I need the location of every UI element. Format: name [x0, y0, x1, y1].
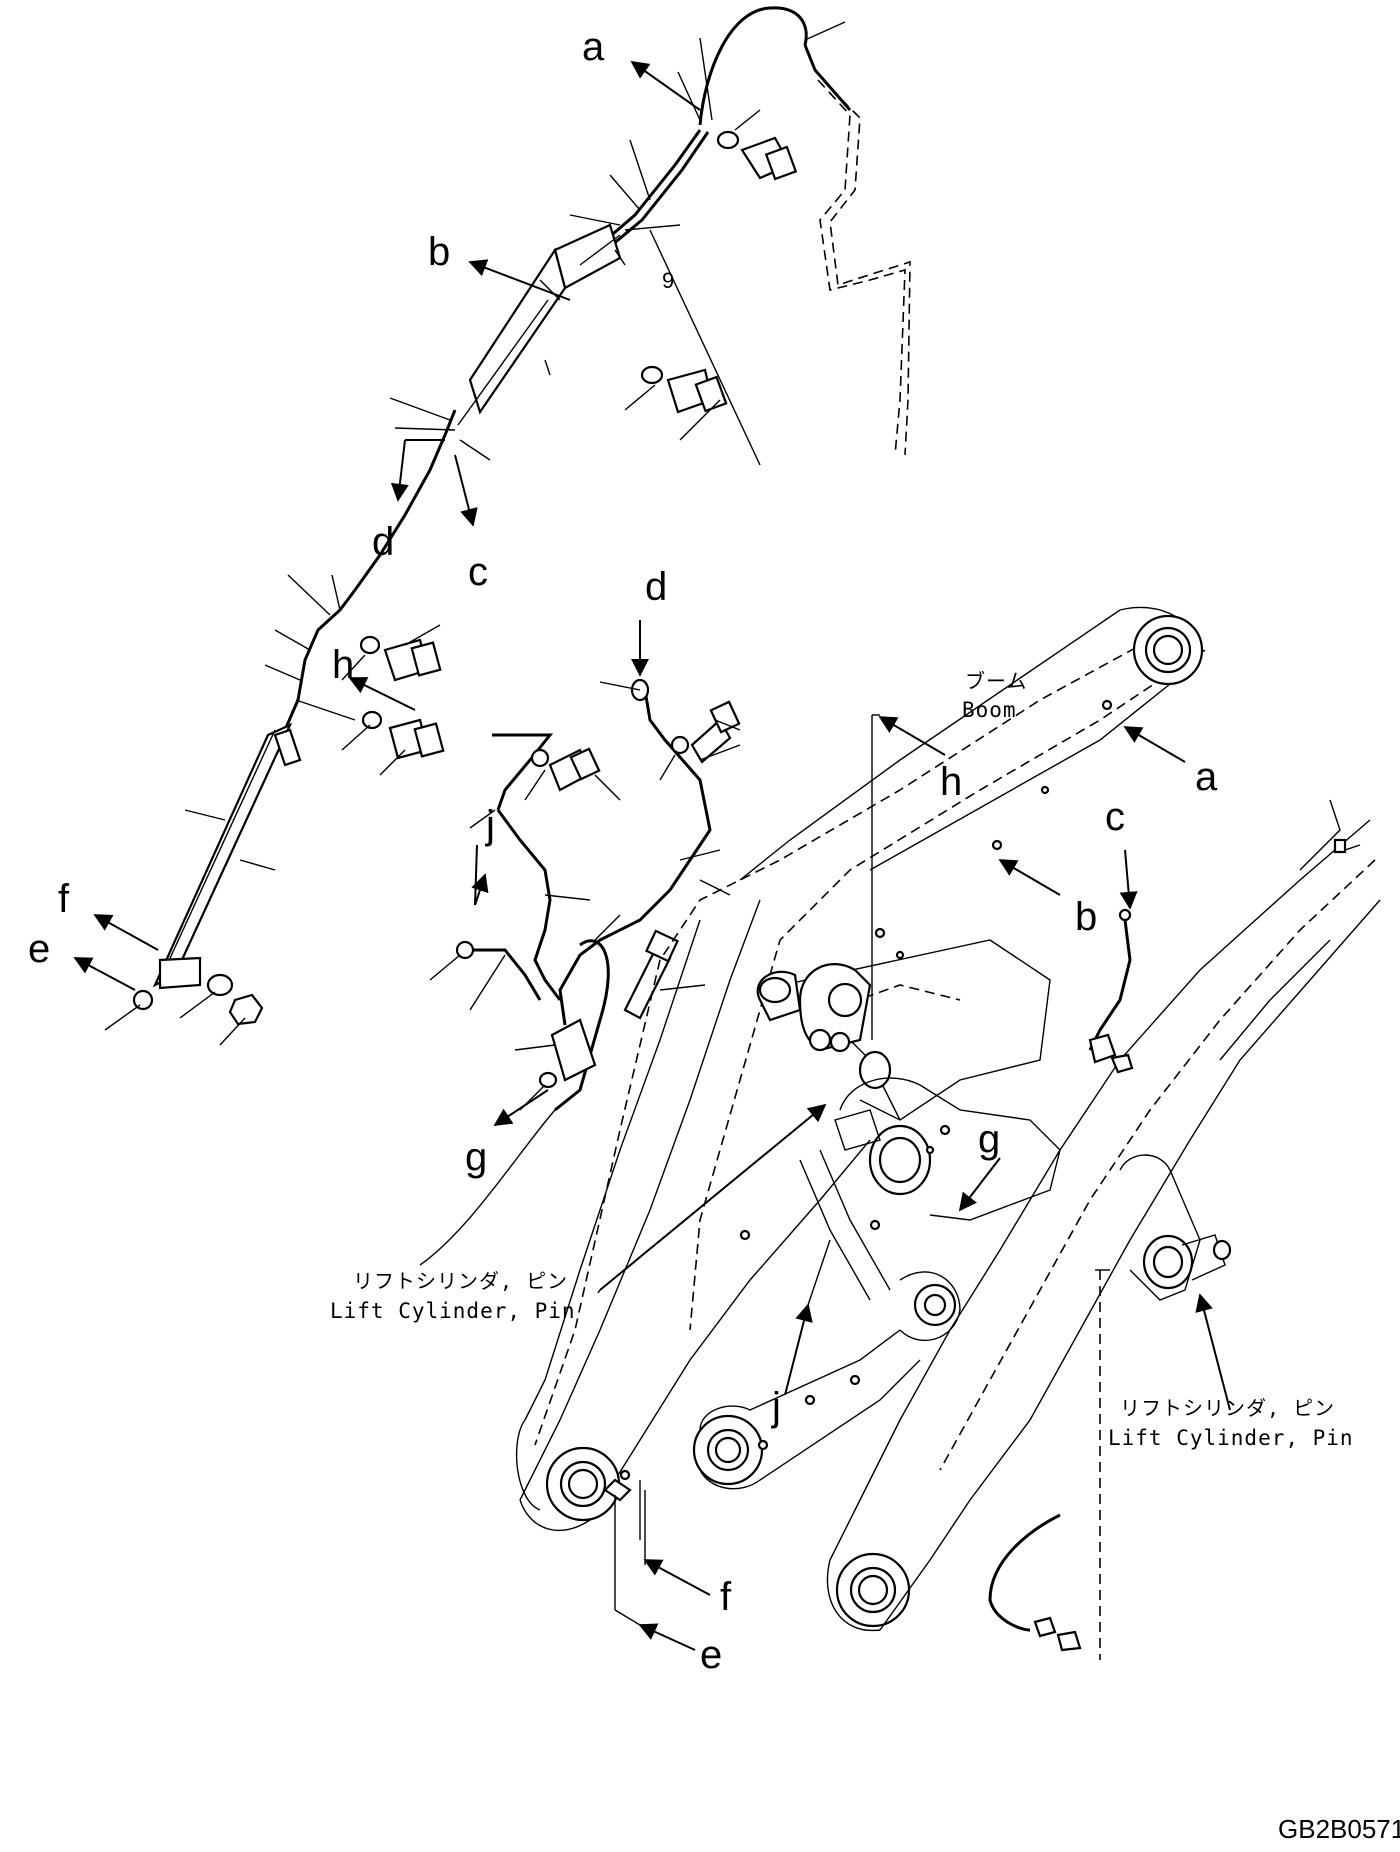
pin-label-left-en: Lift Cylinder, Pin [330, 1299, 576, 1323]
callout-a-right: a [1195, 755, 1218, 799]
callout-f-lower: f [720, 1575, 732, 1619]
callout-b-right: b [1075, 895, 1097, 939]
callout-c-right: c [1105, 795, 1125, 839]
callout-g-mid: g [465, 1135, 487, 1179]
callout-d-top: d [372, 520, 394, 564]
bolt-left-2 [361, 710, 445, 760]
middle-callout-arrows [471, 620, 649, 1126]
callout-j-mid: j [485, 803, 495, 847]
callout-h-right: h [940, 760, 962, 804]
bolt-mid-2 [670, 700, 741, 764]
pin-label-left-jp: リフトシリンダ, ピン [353, 1269, 568, 1293]
callout-d-mid: d [645, 565, 667, 609]
callout-f-left: f [58, 877, 70, 921]
upper-hose-assembly [338, 6, 911, 611]
left-callout-arrows [73, 677, 416, 991]
bolt-top [716, 130, 798, 181]
left-hose-assembly [104, 574, 445, 1046]
callout-h-top: h [332, 643, 354, 687]
pin-label-right-en: Lift Cylinder, Pin [1108, 1426, 1354, 1450]
boom-structure [515, 606, 1381, 1652]
boom-label-en: Boom [962, 698, 1017, 722]
callout-a-top: a [582, 25, 605, 69]
upper-callout-arrows [390, 60, 701, 527]
callout-b-top: b [428, 230, 450, 274]
bolt-mid-1 [530, 747, 601, 792]
bolt-middle [640, 365, 728, 414]
pin-label-right-jp: リフトシリンダ, ピン [1120, 1396, 1335, 1420]
drawing-code: GB2B0571 [1278, 1814, 1400, 1844]
callout-g-right: g [978, 1117, 1000, 1161]
callout-j-lower: j [771, 1385, 781, 1429]
callout-e-lower: e [700, 1633, 722, 1677]
callout-e-left: e [28, 927, 50, 971]
bolt-mid-3 [623, 929, 679, 1020]
bolt-left-1 [359, 635, 442, 682]
nut-washer-bottom-left [132, 973, 264, 1026]
callout-c-top: c [468, 550, 488, 594]
boom-callout-arrows [597, 714, 1231, 1660]
callout-9: 9 [662, 268, 674, 293]
boom-label-jp: ブーム [965, 669, 1027, 693]
